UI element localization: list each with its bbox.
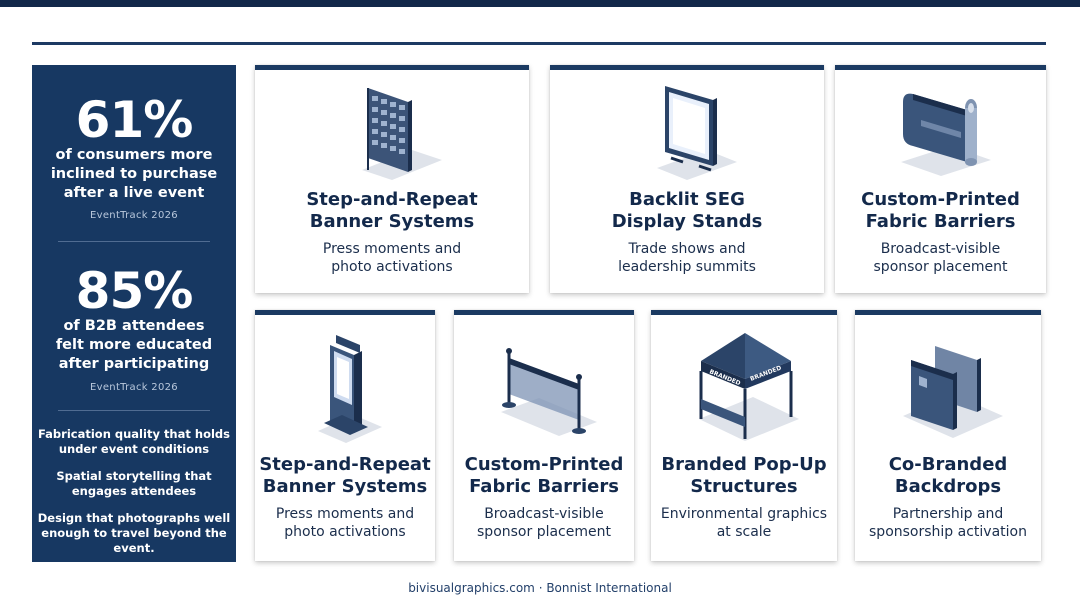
product-card: Custom-Printed Fabric Barriers Broadcast…: [454, 310, 634, 561]
card-title: Custom-Printed Fabric Barriers: [861, 189, 1020, 232]
card-title: Step-and-Repeat Banner Systems: [306, 189, 478, 232]
card-accent-bar: [651, 310, 837, 315]
stat-2-description: of B2B attendees felt more educated afte…: [55, 318, 213, 372]
product-card: Custom-Printed Fabric Barriers Broadcast…: [835, 65, 1046, 293]
card-subtitle: Press moments and photo activations: [322, 241, 462, 275]
card-accent-bar: [835, 65, 1046, 70]
card-subtitle: Broadcast-visible sponsor placement: [873, 241, 1008, 275]
card-subtitle: Press moments and photo activations: [275, 506, 415, 540]
stat-1-value: 61%: [75, 91, 194, 149]
product-card: Step-and-Repeat Banner Systems Press mom…: [255, 65, 529, 293]
stat-1-description: of consumers more inclined to purchase a…: [50, 147, 218, 201]
card-title: Custom-Printed Fabric Barriers: [464, 454, 624, 497]
backlit-seg-stand-icon: [550, 75, 824, 185]
card-subtitle: Partnership and sponsorship activation: [869, 506, 1027, 540]
card-accent-bar: [255, 65, 529, 70]
product-card: BRANDED BRANDED Branded Pop-Up Structure…: [651, 310, 837, 561]
value-point: Design that photographs well enough to t…: [37, 511, 231, 555]
top-accent-bar: [0, 0, 1080, 7]
stat-2-source: EventTrack 2026: [90, 382, 178, 393]
footer-credit: bivisualgraphics.com · Bonnist Internati…: [408, 581, 672, 595]
card-subtitle: Environmental graphics at scale: [660, 506, 828, 540]
stat-2-value: 85%: [75, 262, 194, 320]
card-accent-bar: [255, 310, 435, 315]
card-subtitle: Trade shows and leadership summits: [618, 241, 756, 275]
card-accent-bar: [454, 310, 634, 315]
barrier-stanchion-icon: [454, 324, 634, 450]
value-point: Spatial storytelling that engages attend…: [56, 469, 212, 498]
step-and-repeat-icon: [255, 75, 529, 185]
card-title: Co-Branded Backdrops: [888, 454, 1008, 497]
co-branded-backdrop-icon: [855, 324, 1041, 450]
sidebar-divider: [58, 241, 210, 242]
stats-sidebar: 61% of consumers more inclined to purcha…: [32, 65, 236, 562]
sidebar-divider: [58, 410, 210, 411]
value-point: Fabrication quality that holds under eve…: [37, 427, 230, 456]
product-card: Step-and-Repeat Banner Systems Press mom…: [255, 310, 435, 561]
card-accent-bar: [855, 310, 1041, 315]
digital-kiosk-icon: [255, 324, 435, 450]
popup-tent-icon: BRANDED BRANDED: [651, 324, 837, 450]
product-card: Backlit SEG Display Stands Trade shows a…: [550, 65, 824, 293]
product-card: Co-Branded Backdrops Partnership and spo…: [855, 310, 1041, 561]
card-title: Step-and-Repeat Banner Systems: [259, 454, 431, 497]
card-accent-bar: [550, 65, 824, 70]
header-rule: [32, 42, 1046, 45]
card-title: Backlit SEG Display Stands: [611, 189, 763, 232]
fabric-barrier-roll-icon: [835, 75, 1046, 185]
card-title: Branded Pop-Up Structures: [661, 454, 827, 497]
card-subtitle: Broadcast-visible sponsor placement: [477, 506, 611, 540]
stat-1-source: EventTrack 2026: [90, 210, 178, 221]
